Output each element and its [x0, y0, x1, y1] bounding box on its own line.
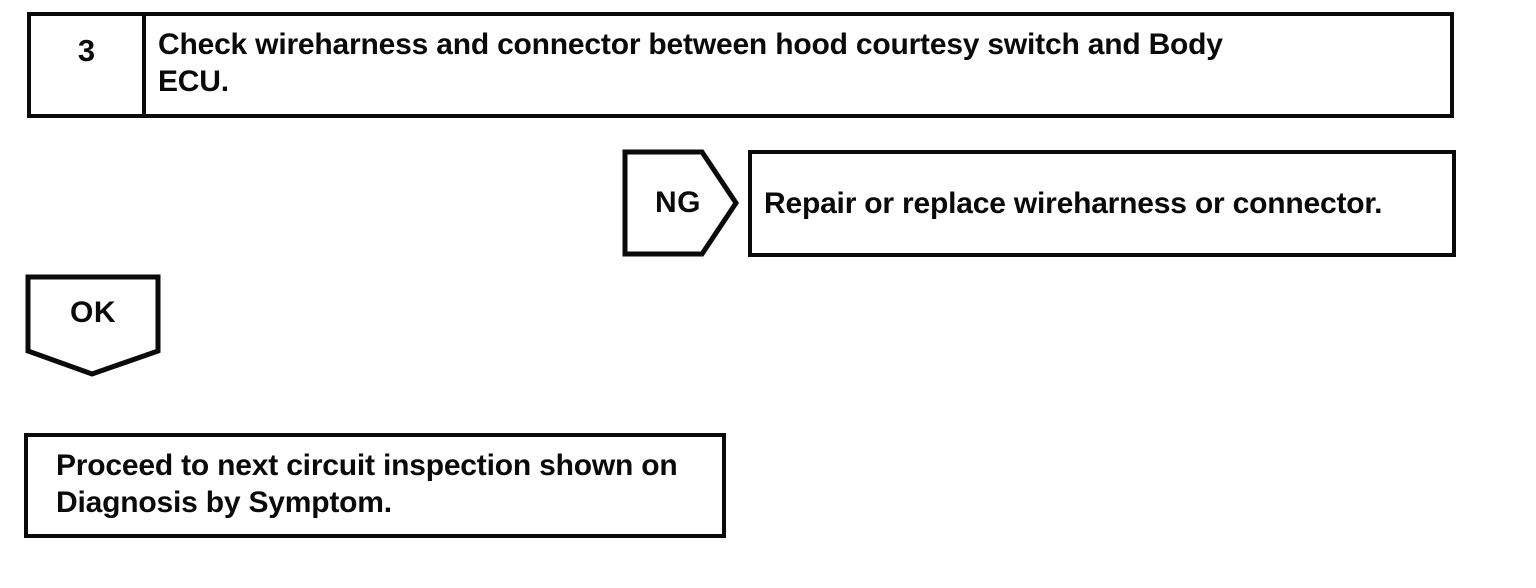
- step-number: 3: [77, 33, 96, 68]
- ng-connector: NG: [622, 149, 740, 257]
- ok-connector-label: OK: [70, 296, 116, 329]
- ng-arrow-pentagon-shape: [622, 149, 740, 257]
- step-instruction: Check wireharness and connector between …: [146, 16, 1450, 114]
- ok-arrow-pentagon-icon: [25, 274, 161, 377]
- step-instruction-line-2: ECU.: [158, 65, 229, 98]
- ok-action-line-1: Proceed to next circuit inspection shown…: [56, 449, 678, 482]
- step-box: 3 Check wireharness and connector betwee…: [27, 12, 1454, 118]
- ok-action-box: Proceed to next circuit inspection shown…: [24, 433, 726, 538]
- ok-connector: OK: [25, 274, 161, 378]
- step-number-cell: 3: [31, 16, 146, 114]
- ng-arrow-pentagon-icon: [622, 149, 740, 257]
- ok-action-text: Proceed to next circuit inspection shown…: [56, 447, 708, 521]
- ok-action-line-2: Diagnosis by Symptom.: [56, 486, 392, 519]
- ok-arrow-pentagon-shape: [25, 274, 161, 377]
- ng-connector-label: NG: [655, 186, 701, 219]
- ng-action-text: Repair or replace wireharness or connect…: [764, 187, 1383, 220]
- step-instruction-line-1: Check wireharness and connector between …: [158, 28, 1223, 61]
- ng-action-box: Repair or replace wireharness or connect…: [748, 150, 1456, 257]
